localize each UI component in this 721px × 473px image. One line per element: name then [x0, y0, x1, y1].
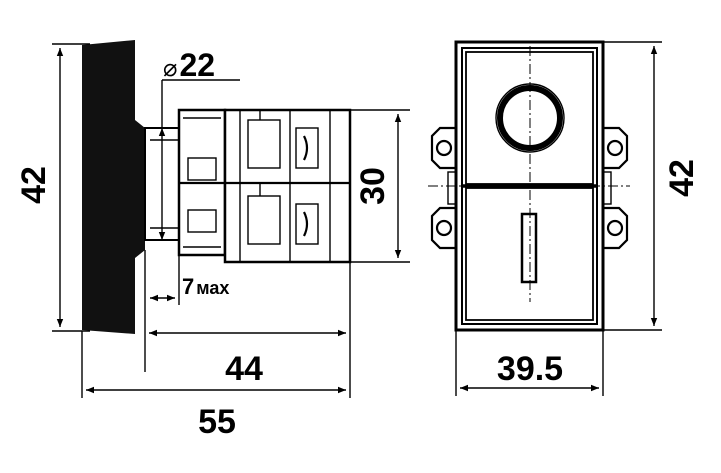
diameter-symbol: ⌀: [163, 55, 177, 82]
side-dimensions: [52, 43, 410, 398]
diameter-value: 22: [179, 47, 215, 83]
dim-height-right-label: 42: [663, 159, 701, 197]
clearance-suffix: мах: [196, 278, 229, 298]
dim-depth-inner-label: 44: [225, 350, 263, 388]
contact-block: [223, 108, 352, 264]
dim-diameter-label: ⌀22: [163, 47, 215, 83]
dim-depth-total-label: 55: [198, 403, 236, 441]
front-view: [428, 40, 630, 332]
side-view: [82, 40, 352, 334]
dim-body-height-label: 30: [354, 167, 392, 205]
clearance-value: 7: [182, 274, 194, 299]
dim-width-front-label: 39.5: [497, 350, 563, 388]
dim-height-left-label: 42: [15, 166, 53, 204]
front-dimensions: [455, 41, 662, 396]
lower-button: [465, 187, 594, 321]
front-bezel: [82, 40, 145, 334]
mounting-clip-right: [602, 126, 629, 250]
on-symbol: [520, 212, 538, 284]
mounting-clip-left: [430, 126, 457, 250]
